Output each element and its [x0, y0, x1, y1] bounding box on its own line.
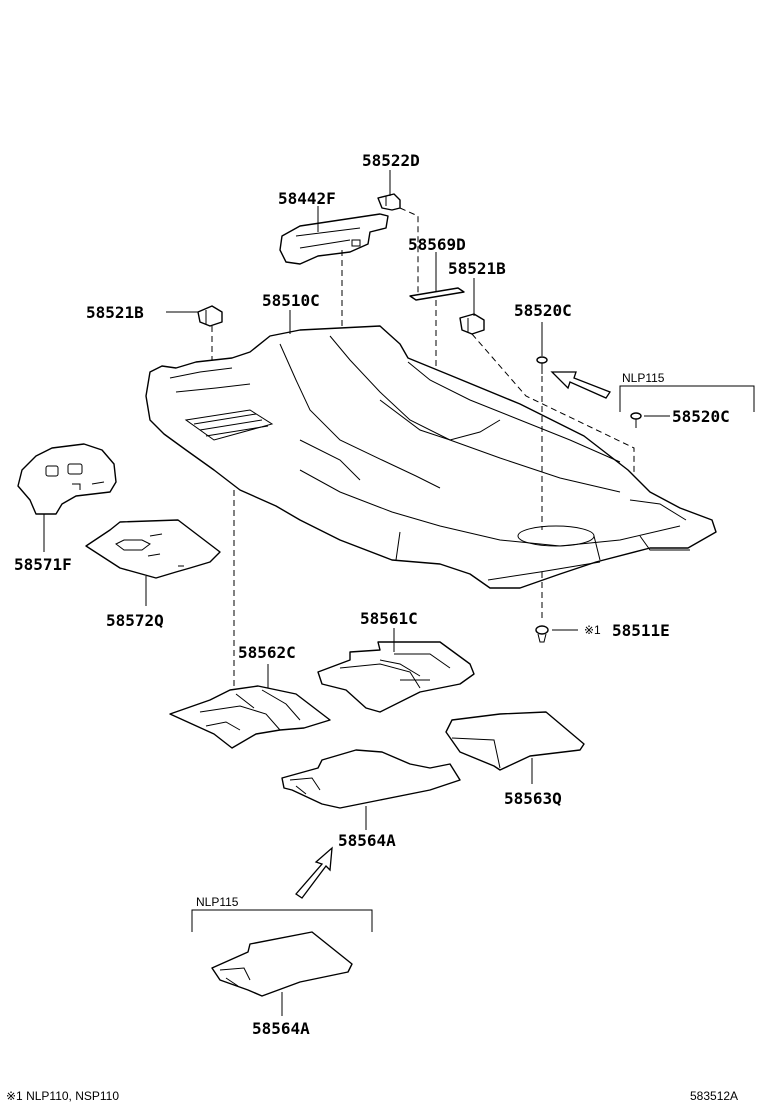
- label-58522d: 58522D: [362, 151, 420, 170]
- label-58511e: 58511E: [612, 621, 670, 640]
- diagram-code: 583512A: [690, 1089, 738, 1103]
- label-58521b-right: 58521B: [448, 259, 506, 278]
- note-marker-58511e: ※1: [584, 623, 601, 637]
- mat-58564a-bottom: [211, 931, 353, 997]
- screw-58520c-top: [536, 356, 548, 374]
- label-58520c-top: 58520C: [514, 301, 572, 320]
- silencer-58571f: [17, 443, 117, 515]
- clip-58511e: [535, 625, 549, 643]
- label-58563q: 58563Q: [504, 789, 562, 808]
- silencer-58563q: [445, 711, 585, 771]
- dash-58521b-right: [471, 333, 635, 490]
- dash-58522d: [399, 207, 419, 296]
- label-nlp115-right: NLP115: [622, 371, 665, 385]
- label-58571f: 58571F: [14, 555, 72, 574]
- label-58510c: 58510C: [262, 291, 320, 310]
- label-58562c: 58562C: [238, 643, 296, 662]
- strip-58569d: [409, 287, 465, 301]
- label-58442f: 58442F: [278, 189, 336, 208]
- screw-58520c-side: [630, 412, 642, 428]
- label-nlp115-bottom: NLP115: [196, 895, 239, 909]
- silencer-58572q: [85, 519, 221, 579]
- label-58572q: 58572Q: [106, 611, 164, 630]
- label-58564a-top: 58564A: [338, 831, 396, 850]
- clip-58522d: [377, 193, 401, 211]
- mat-58564a-top: [281, 749, 461, 809]
- label-58561c: 58561C: [360, 609, 418, 628]
- label-58564a-bottom: 58564A: [252, 1019, 310, 1038]
- label-58521b-left: 58521B: [86, 303, 144, 322]
- footnote: ※1 NLP110, NSP110: [6, 1089, 119, 1103]
- silencer-58561c: [317, 641, 475, 713]
- arrow-nlp115-bottom: [295, 846, 333, 899]
- bracket-nlp115-right: [619, 385, 755, 412]
- label-58569d: 58569D: [408, 235, 466, 254]
- bracket-nlp115-bottom: [191, 909, 373, 932]
- silencer-58562c: [169, 685, 331, 749]
- floor-carpet-58510c: [145, 325, 717, 589]
- arrow-nlp115-right: [550, 371, 611, 399]
- clip-58521b-left: [197, 305, 223, 327]
- cover-58442f: [279, 213, 389, 265]
- clip-58521b-right: [459, 313, 485, 335]
- label-58520c-side: 58520C: [672, 407, 730, 426]
